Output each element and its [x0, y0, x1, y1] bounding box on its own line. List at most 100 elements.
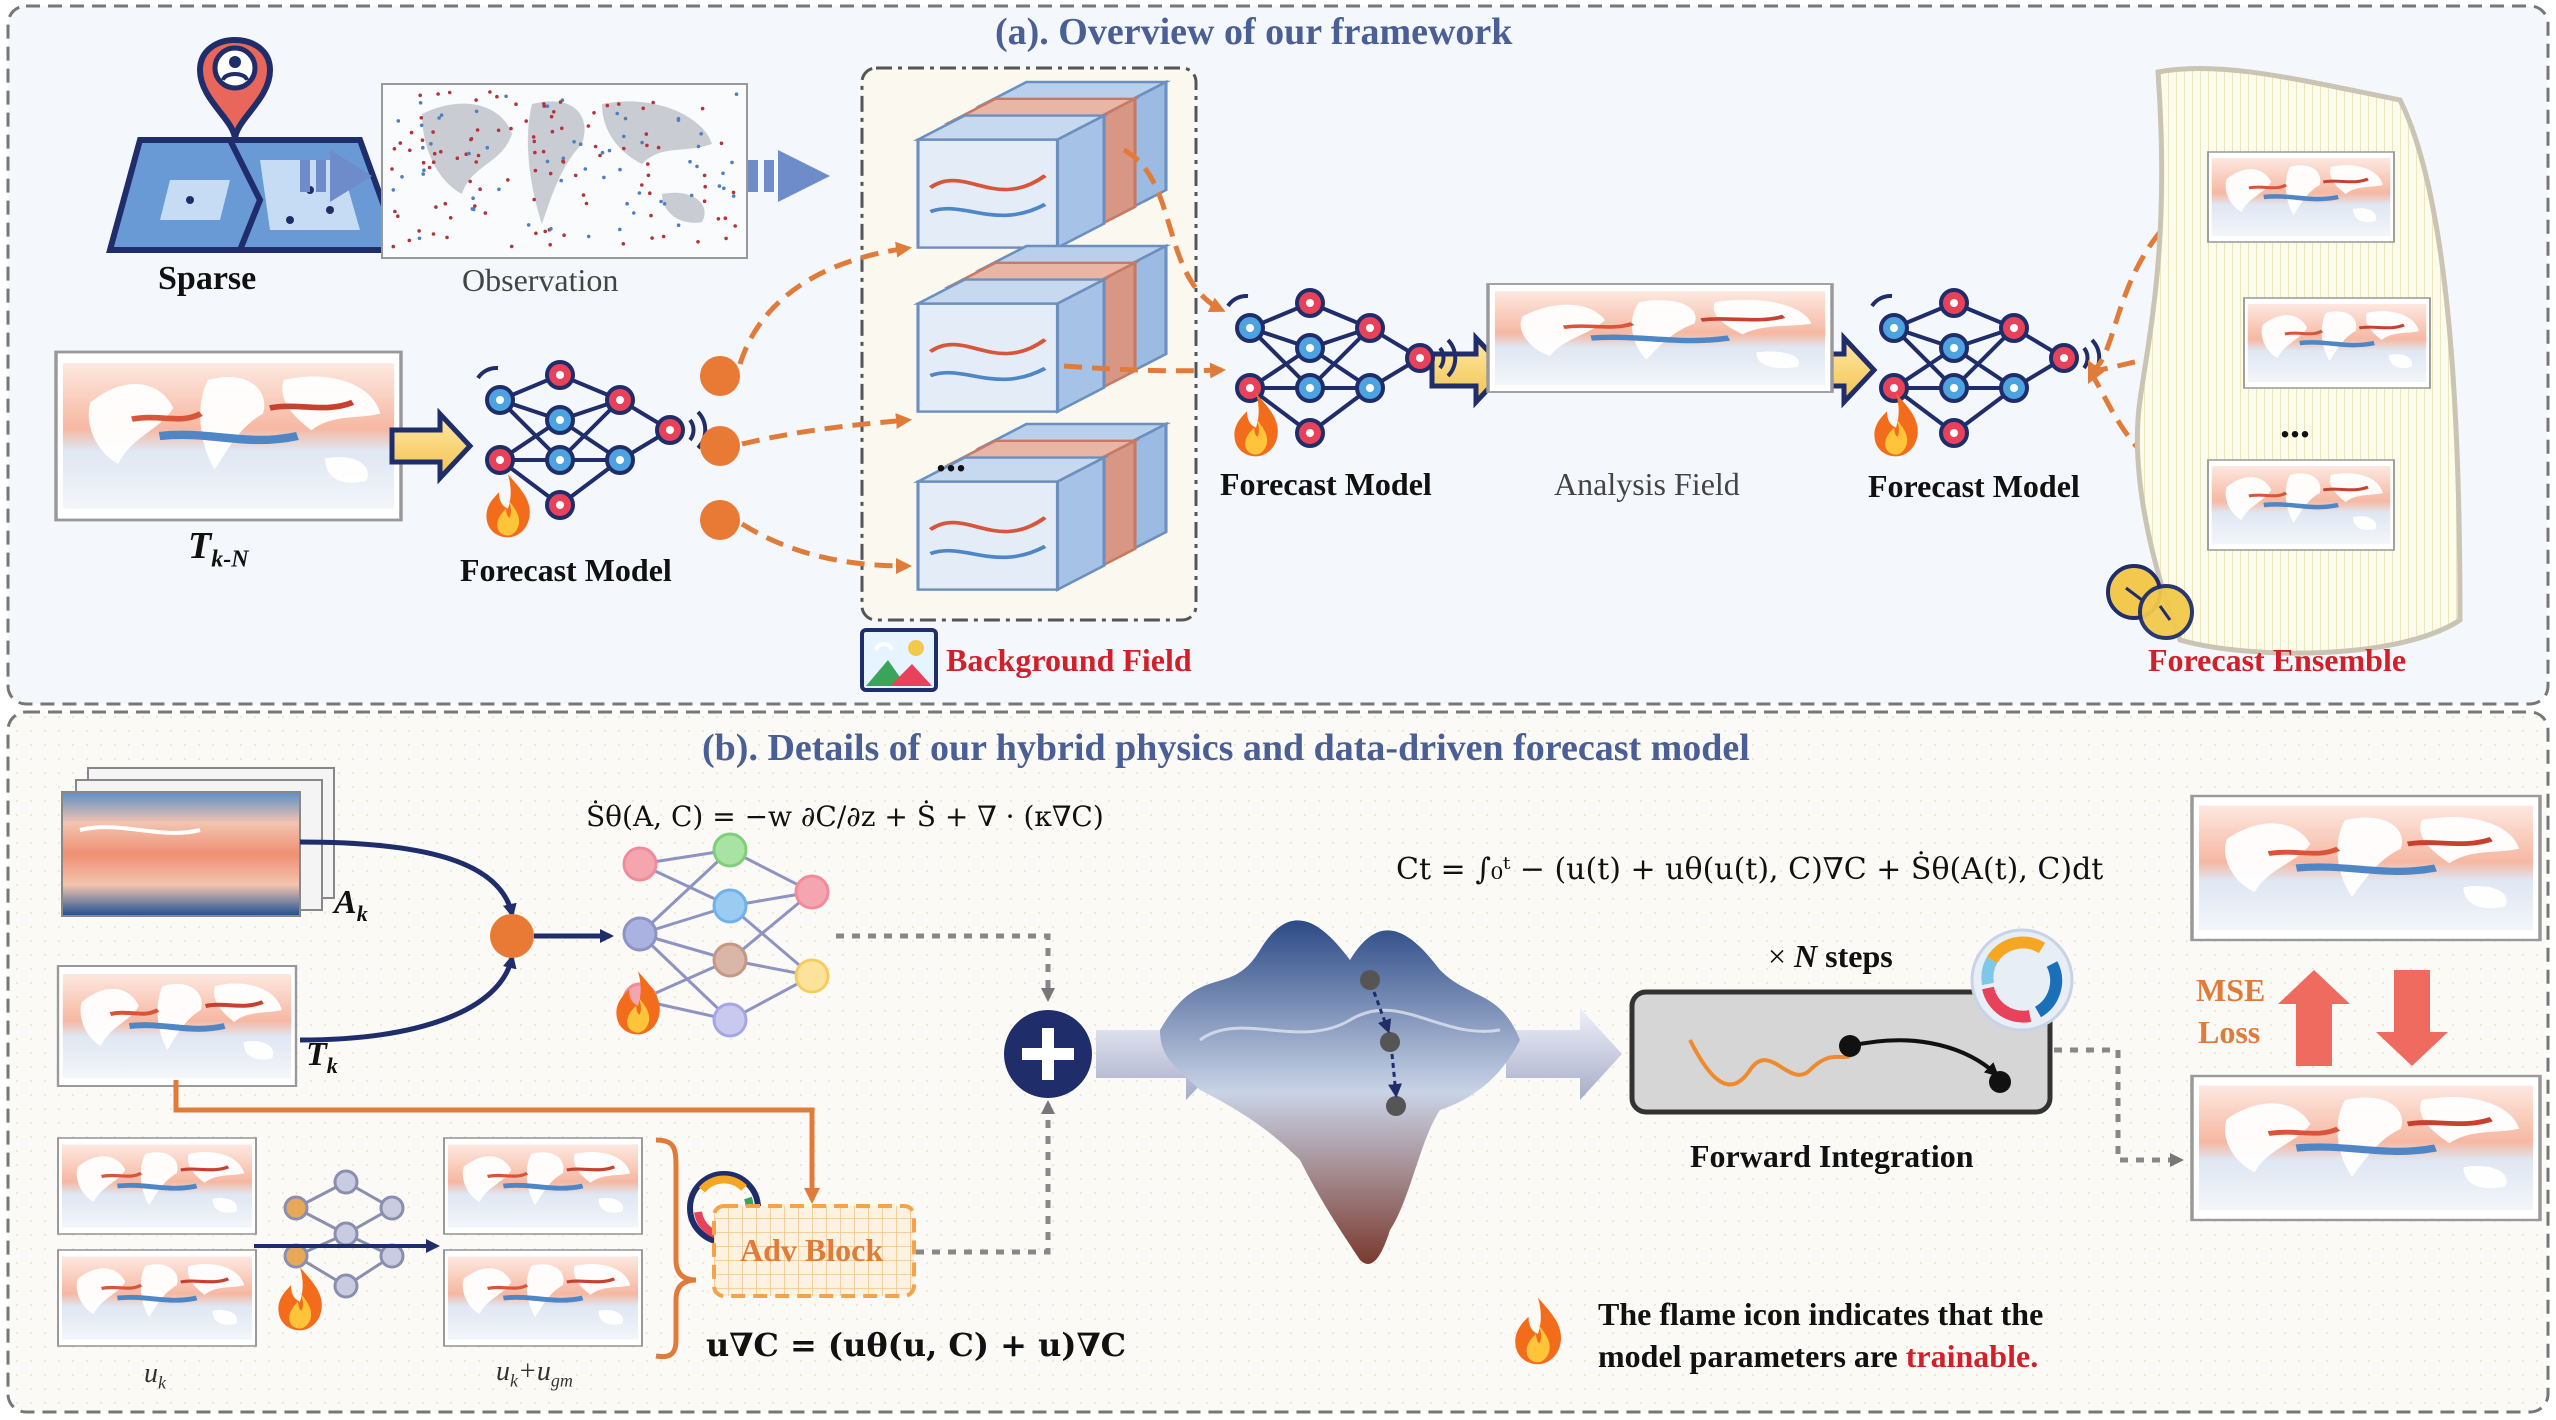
observation-point — [700, 106, 705, 111]
sample-dot — [700, 356, 740, 396]
mse-down-arrow — [2376, 970, 2448, 1066]
forecast-model-label-1: Forecast Model — [460, 552, 672, 588]
a-k-label: Ak — [334, 884, 368, 926]
flame-note-line2: model parameters are trainable. — [1598, 1338, 2039, 1374]
observation-point — [497, 187, 501, 192]
u-k-ugm-label: uk+ugm — [496, 1356, 573, 1391]
observation-point — [644, 132, 649, 136]
observation-point — [541, 149, 546, 154]
panel-b-title: (b). Details of our hybrid physics and d… — [702, 727, 1750, 769]
sample-dot — [700, 426, 740, 466]
observation-point — [407, 238, 412, 243]
observation-point — [605, 103, 610, 108]
observation-label: Observation — [462, 262, 619, 298]
observation-point — [393, 209, 397, 214]
observation-point — [471, 196, 475, 200]
big-arrow — [1506, 1008, 1622, 1100]
observation-point — [688, 159, 692, 164]
image-icon — [860, 628, 938, 692]
observation-point — [421, 172, 426, 176]
blue-arrow-2 — [748, 150, 830, 202]
observation-point — [561, 160, 566, 164]
a-k-map-stack — [61, 767, 335, 917]
observation-point — [534, 231, 538, 236]
observation-point — [721, 171, 725, 176]
observation-point — [548, 243, 552, 247]
observation-point — [676, 223, 681, 227]
sparse-label: Sparse — [158, 260, 257, 297]
forecast-model-label-2: Forecast Model — [1220, 466, 1432, 502]
observation-point — [621, 242, 626, 246]
observation-points — [390, 90, 739, 249]
observation-point — [548, 171, 553, 176]
observation-point — [549, 227, 553, 231]
observation-point — [420, 138, 425, 142]
observation-point — [731, 190, 736, 195]
observation-point — [504, 94, 508, 99]
observation-point — [676, 118, 681, 122]
plus-icon — [1042, 1028, 1054, 1080]
observation-point — [723, 216, 728, 220]
observation-point — [731, 194, 736, 198]
observation-point — [558, 100, 563, 104]
observation-point — [495, 94, 499, 99]
observation-point — [632, 211, 636, 215]
observation-point — [432, 151, 437, 156]
observation-point — [695, 164, 699, 169]
ensemble-merge-icon — [2106, 564, 2194, 640]
observation-point — [464, 152, 469, 156]
t-k-map — [58, 966, 296, 1086]
observation-point — [561, 156, 566, 161]
observation-point — [724, 236, 728, 241]
observation-point — [552, 110, 556, 114]
observation-point — [586, 234, 591, 239]
observation-point — [598, 153, 602, 158]
observation-point — [431, 160, 436, 164]
observation-point — [650, 236, 654, 240]
observation-point — [578, 142, 583, 146]
observation-point — [526, 223, 531, 227]
observation-point — [689, 193, 694, 198]
observation-point — [602, 175, 606, 180]
observation-point — [618, 227, 622, 232]
observation-point — [514, 102, 518, 106]
observation-point — [391, 244, 396, 249]
observation-point — [699, 132, 703, 136]
observation-point — [696, 144, 701, 149]
observation-point — [542, 102, 546, 106]
observation-point — [483, 211, 488, 215]
observation-point — [476, 153, 481, 158]
orange-path — [173, 1080, 820, 1204]
observation-point — [409, 130, 414, 135]
u-k-ugm-map — [444, 1250, 642, 1346]
ground-truth-map — [2192, 1076, 2540, 1220]
observation-point — [431, 232, 436, 236]
observation-point — [531, 135, 536, 139]
grey-dashed-arrow — [2054, 1047, 2184, 1167]
grey-dashed-arrow — [916, 1100, 1055, 1255]
ensemble-member-map — [2244, 298, 2430, 388]
loss-landscape-surface — [1160, 920, 1520, 1265]
observation-point — [506, 178, 510, 182]
observation-point — [475, 128, 480, 132]
observation-point — [478, 187, 482, 191]
observation-point — [656, 145, 661, 150]
analysis-field-label: Analysis Field — [1554, 466, 1740, 502]
navy-arrow — [299, 954, 517, 1043]
observation-map — [381, 83, 748, 259]
orange-arrow-tip — [2088, 360, 2104, 384]
observation-point — [437, 116, 441, 120]
observation-point — [431, 130, 435, 134]
grey-dashed-arrow — [836, 933, 1055, 1002]
observation-point — [509, 126, 513, 131]
observation-point — [559, 178, 563, 183]
observation-point — [719, 141, 724, 146]
observation-point — [649, 213, 653, 218]
observation-point — [469, 137, 473, 142]
observation-point — [447, 90, 452, 95]
flame-note-line1: The flame icon indicates that the — [1598, 1296, 2044, 1332]
observation-point — [641, 106, 645, 111]
observation-point — [545, 104, 550, 108]
yellow-arrow-1 — [389, 407, 474, 485]
